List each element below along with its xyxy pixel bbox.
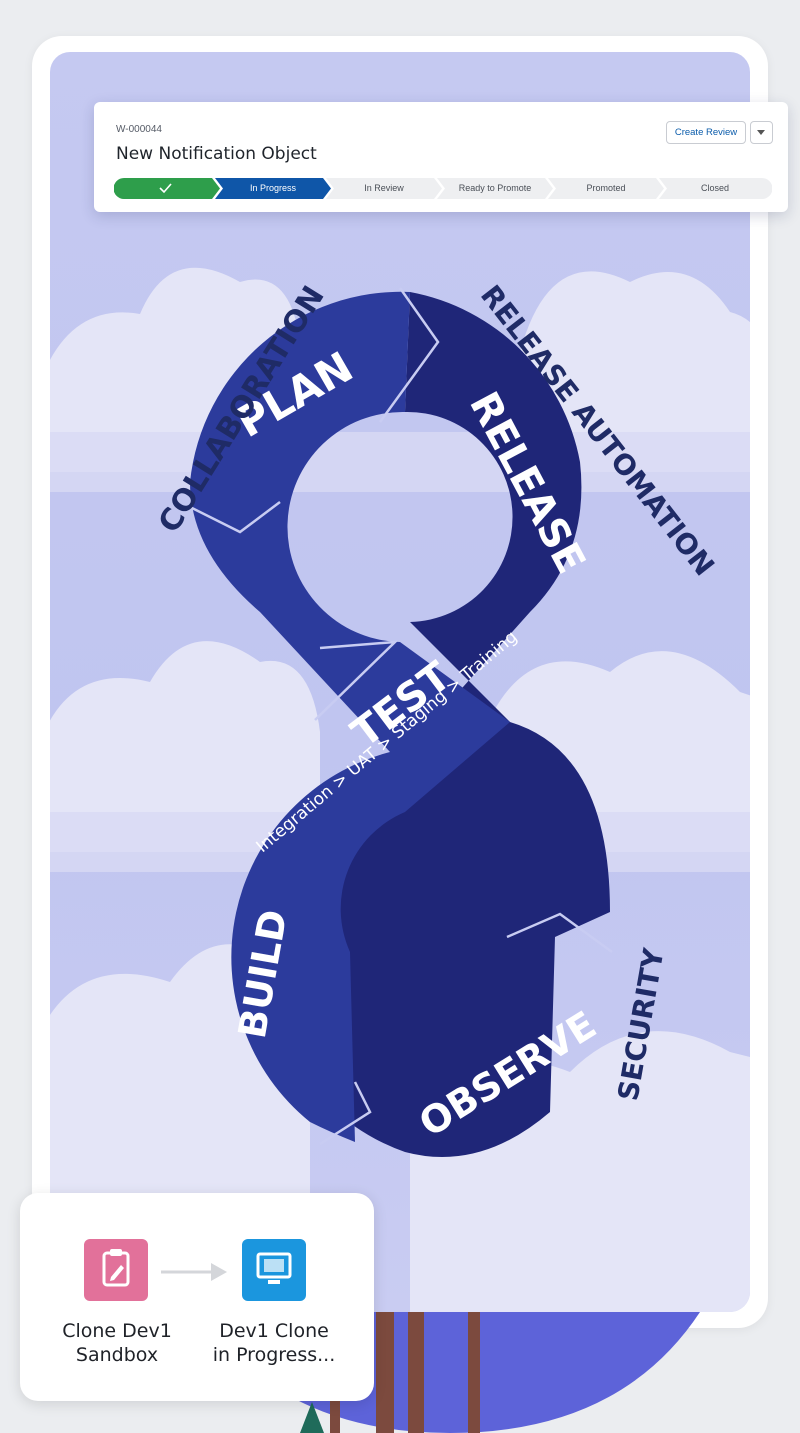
stage-in-progress[interactable] <box>215 178 331 199</box>
clone-task-card: Clone Dev1 Sandbox Dev1 Clone in Progres… <box>20 1193 374 1401</box>
stage-label-in-review: In Review <box>364 183 404 193</box>
devops-panel: PLAN RELEASE TEST Integration > UAT > St… <box>50 52 750 1312</box>
arrow-right-icon <box>161 1263 227 1281</box>
stage-label-promoted: Promoted <box>586 183 626 193</box>
check-icon <box>159 183 172 194</box>
work-item-card: W-000044 New Notification Object Create … <box>94 102 788 212</box>
monitor-icon <box>242 1239 306 1301</box>
stage-label-closed: Closed <box>700 183 729 193</box>
stage-in-review[interactable] <box>326 178 442 199</box>
more-actions-button[interactable] <box>750 121 773 144</box>
chevron-down-icon <box>757 130 765 135</box>
stage-closed[interactable] <box>659 178 772 199</box>
stage-promoted[interactable] <box>548 178 664 199</box>
stage-path: In Progress In Review Ready to Promote P… <box>114 178 772 199</box>
stage-label-in-progress: In Progress <box>249 183 297 193</box>
clone-source-label: Clone Dev1 Sandbox <box>62 1320 172 1366</box>
work-item-title: New Notification Object <box>116 144 317 164</box>
work-item-id: W-000044 <box>116 124 162 135</box>
clipboard-edit-icon <box>84 1239 148 1301</box>
create-review-button[interactable]: Create Review <box>666 121 746 144</box>
stage-label-ready-to-promote: Ready to Promote <box>458 183 532 193</box>
devops-loop <box>189 287 613 1157</box>
clone-target-label: Dev1 Clone in Progress... <box>212 1320 336 1366</box>
stage-ready-to-promote[interactable] <box>437 178 553 199</box>
